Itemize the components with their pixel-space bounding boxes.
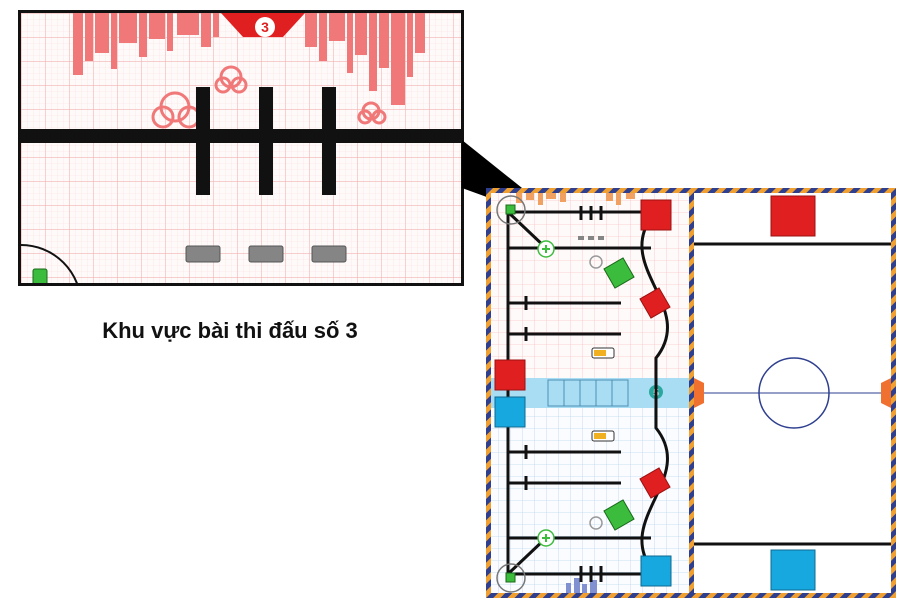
zoom-inset: 3	[18, 10, 464, 286]
grey-blocks	[578, 236, 604, 240]
skyline-icon	[566, 578, 597, 593]
red-block-top	[639, 287, 671, 319]
inset-main-line	[21, 129, 461, 143]
middle-strip-lanes	[547, 379, 629, 407]
center-circle	[758, 357, 830, 429]
blue-side-box	[494, 396, 526, 428]
plus-icon	[537, 240, 555, 547]
green-robot-top	[505, 204, 516, 215]
zone-caption: Khu vực bài thi đấu số 3	[102, 318, 358, 343]
red-target-box-top	[640, 199, 672, 231]
green-robot-bottom	[505, 572, 516, 583]
inset-green-robot	[32, 268, 48, 283]
zone-number-badge: 3	[221, 13, 305, 37]
inset-stop-bar-2	[259, 87, 273, 195]
inset-drawing: 3	[21, 13, 461, 283]
start-circle-bottom	[496, 563, 526, 593]
inset-stop-bar-1	[196, 87, 210, 195]
green-block-bottom	[603, 499, 635, 531]
blue-target-box-bottom	[640, 555, 672, 587]
inset-stop-bar-3	[322, 87, 336, 195]
field-divider	[689, 193, 694, 593]
right-goal	[881, 378, 891, 408]
green-block-top	[603, 257, 635, 289]
stop-bars	[524, 206, 603, 582]
blue-goal-box	[770, 549, 816, 591]
red-block-bottom	[639, 467, 671, 499]
battery-icon	[591, 347, 615, 442]
red-side-box	[494, 359, 526, 391]
start-circle-top	[496, 195, 526, 225]
inset-grey-block-1	[185, 245, 221, 263]
skyline-icon	[73, 13, 425, 105]
inset-grey-block-3	[311, 245, 347, 263]
zone-number-label: 3	[261, 19, 269, 35]
soccer-field	[694, 195, 891, 591]
inset-grey-block-2	[248, 245, 284, 263]
red-goal-box	[770, 195, 816, 237]
recycle-icon	[589, 255, 603, 530]
competition-field: 5	[486, 188, 896, 598]
left-goal	[694, 378, 704, 408]
field-drawing: 5	[486, 188, 896, 598]
